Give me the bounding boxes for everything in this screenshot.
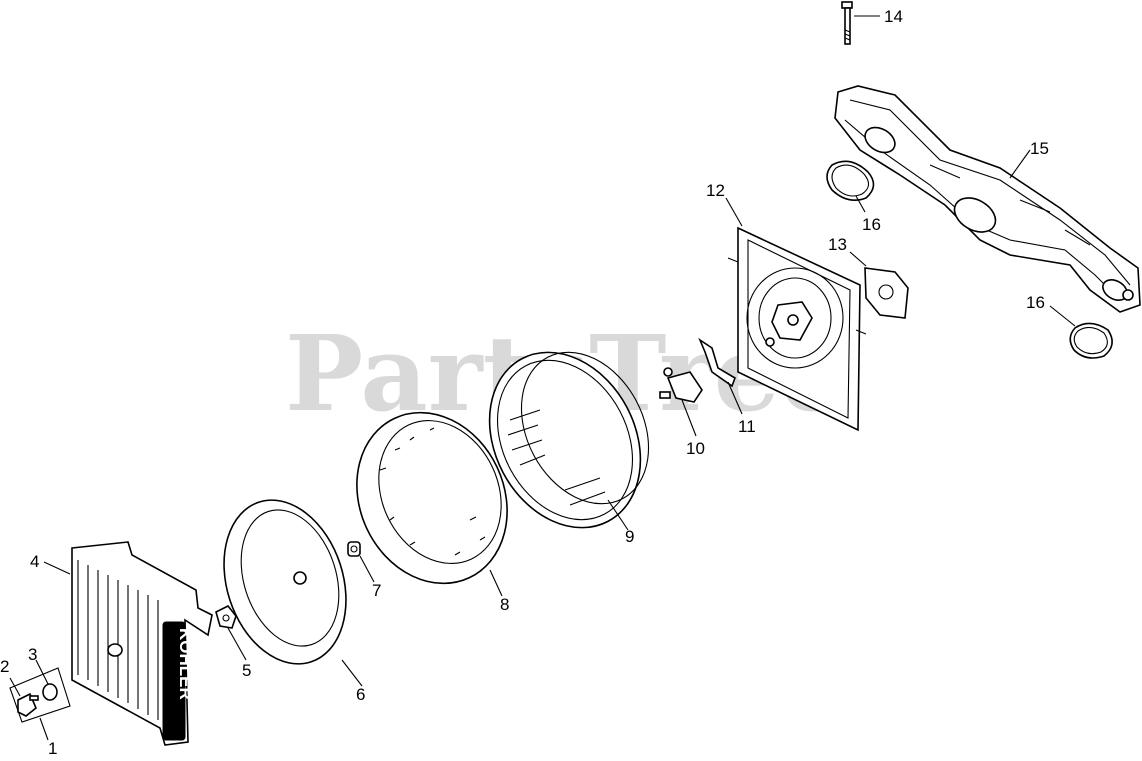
callout-10: 10 [686, 439, 705, 458]
callout-5: 5 [242, 661, 251, 680]
part-3-washer [42, 683, 58, 701]
callout-1: 1 [48, 739, 57, 758]
callout-16-lower: 16 [1026, 293, 1045, 312]
part-9-air-filter [488, 351, 650, 529]
part-13-gasket [864, 267, 909, 319]
callout-2: 2 [0, 657, 9, 676]
part-7-nut [347, 541, 361, 557]
part-6-cover [223, 499, 347, 665]
callout-7: 7 [372, 581, 381, 600]
callout-13: 13 [828, 235, 847, 254]
callout-8: 8 [500, 595, 509, 614]
callout-14: 14 [884, 7, 903, 26]
brand-logo-text: KOHLER [176, 628, 195, 700]
callout-4: 4 [30, 552, 39, 571]
callout-3: 3 [28, 645, 37, 664]
part-16-gasket-lower [1069, 322, 1113, 359]
part-11-bracket [698, 337, 736, 388]
part-10-breather-fitting [659, 367, 703, 403]
part-16-gasket-upper [826, 160, 875, 201]
callout-12: 12 [706, 181, 725, 200]
leader-lines [9, 15, 1076, 741]
part-15-intake-bracket [834, 85, 1141, 313]
callout-15: 15 [1030, 139, 1049, 158]
callout-16-upper: 16 [862, 215, 881, 234]
part-4-housing: KOHLER [71, 541, 213, 746]
part-8-precleaner [356, 411, 508, 585]
part-14-bolt [841, 1, 853, 45]
callout-9: 9 [625, 527, 634, 546]
callout-6: 6 [356, 685, 365, 704]
part-5-knob [215, 604, 237, 629]
part-2-screw [17, 692, 39, 717]
part-12-base-plate [727, 226, 867, 432]
callout-11: 11 [738, 417, 756, 436]
